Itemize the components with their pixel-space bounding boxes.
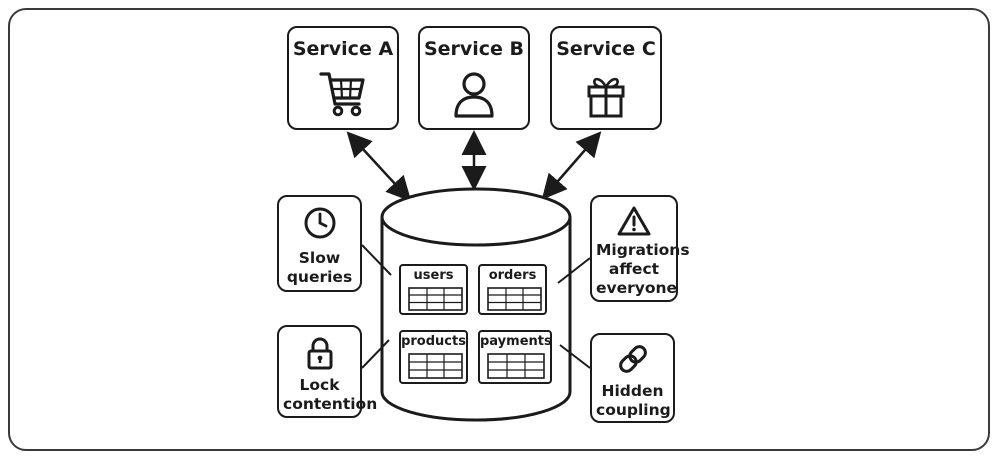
service-b-box: Service B	[418, 26, 530, 130]
hidden-coupling-box: Hidden coupling	[590, 333, 675, 423]
clock-icon	[304, 207, 335, 239]
table-users: users	[399, 264, 468, 315]
table-grid-icon	[487, 353, 545, 379]
table-payments-name: payments	[480, 334, 552, 349]
service-b-title: Service B	[423, 38, 525, 60]
shopping-cart-icon	[319, 72, 365, 117]
lock-contention-line1: Lock	[299, 376, 340, 394]
slow-queries-line2: queries	[286, 268, 353, 286]
table-payments: payments	[478, 330, 552, 384]
migrations-box: Migrations affect everyone	[590, 195, 690, 302]
connector-hidden-coupling	[559, 344, 591, 369]
table-products-name: products	[401, 334, 466, 349]
arrow-service-a-db	[346, 131, 412, 202]
migrations-line2: affect	[608, 260, 660, 278]
lock-contention-line2: contention	[283, 395, 378, 413]
hidden-coupling-line2: coupling	[596, 401, 671, 419]
slow-queries-box: Slow queries	[277, 195, 362, 292]
arrow-service-c-db	[541, 131, 602, 200]
connector-lock-contention	[361, 339, 390, 369]
table-grid-icon	[408, 353, 463, 379]
diagram-frame	[8, 8, 990, 451]
chain-link-icon	[618, 345, 647, 373]
service-c-box: Service C	[550, 26, 662, 130]
lock-contention-box: Lock contention	[277, 325, 378, 418]
lock-icon	[307, 337, 332, 370]
migrations-line1: Migrations	[596, 241, 690, 259]
warning-icon	[617, 206, 651, 236]
service-a-box: Service A	[287, 26, 399, 130]
service-c-title: Service C	[556, 38, 656, 60]
service-a-title: Service A	[292, 38, 394, 60]
table-grid-icon	[487, 287, 542, 311]
user-icon	[454, 72, 494, 118]
gift-icon	[587, 77, 625, 118]
table-users-name: users	[413, 268, 454, 283]
table-grid-icon	[408, 287, 463, 311]
table-orders-name: orders	[488, 268, 537, 283]
table-products: products	[399, 330, 468, 384]
hidden-coupling-line1: Hidden	[601, 382, 664, 400]
migrations-line3: everyone	[596, 279, 678, 297]
slow-queries-line1: Slow	[298, 249, 341, 267]
table-orders: orders	[478, 264, 547, 315]
connector-slow-queries	[361, 244, 392, 276]
connector-migrations	[557, 257, 591, 284]
